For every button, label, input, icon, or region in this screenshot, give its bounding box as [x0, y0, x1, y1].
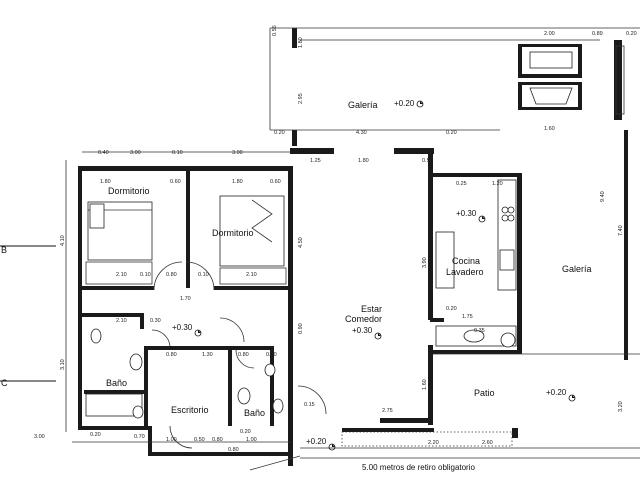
dimension-label: 0.80 [266, 352, 277, 358]
dimension-label: 1.70 [180, 296, 191, 302]
dimension-label: 0.20 [240, 429, 251, 435]
dimension-label: 0.80 [228, 447, 239, 453]
dimension-label: 2.00 [544, 31, 555, 37]
dimension-label: 2.10 [116, 272, 127, 278]
dimension-label: 1.60 [544, 126, 555, 132]
section-markers: B C [1, 245, 8, 388]
level-label: +0.20 [394, 99, 415, 108]
level-cocina: +0.30 [456, 209, 486, 223]
level-hall: +0.30 [172, 323, 202, 337]
dimension-label: 0.70 [134, 434, 145, 440]
label-comedor: Comedor [345, 314, 382, 324]
dimension-label: 2.60 [482, 440, 493, 446]
label-patio: Patio [474, 388, 495, 398]
dimension-label: 0.50 [194, 437, 205, 443]
dimension-label: 1.00 [246, 437, 257, 443]
dimension-label: 2.75 [382, 408, 393, 414]
section-b: B [1, 245, 7, 255]
dimension-label: 3.20 [618, 401, 624, 412]
dimension-label: 1.20 [492, 181, 503, 187]
dimension-label: 0.35 [474, 328, 485, 334]
level-label: +0.30 [172, 323, 193, 332]
label-estar: Estar [361, 304, 382, 314]
dimension-label: 0.10 [198, 272, 209, 278]
dimension-label: 0.40 [98, 150, 109, 156]
dimension-label: 0.20 [446, 130, 457, 136]
dimension-label: 1.30 [202, 352, 213, 358]
level-front: +0.20 [306, 437, 336, 451]
dimension-label: 0.20 [90, 432, 101, 438]
dimension-label: 1.00 [166, 437, 177, 443]
label-escritorio: Escritorio [171, 405, 209, 415]
level-markers: +0.20 +0.30 +0.30 +0.30 +0.20 +0.20 [172, 99, 576, 451]
dimension-label: 9.40 [600, 191, 606, 202]
dimension-label: 0.20 [446, 306, 457, 312]
dimension-label: 0.10 [172, 150, 183, 156]
label-cocina: Cocina [452, 256, 480, 266]
dimension-label: 3.00 [130, 150, 141, 156]
room-labels: Dormitorio Dormitorio Galería Galería Es… [106, 100, 592, 418]
dimension-label: 0.60 [270, 179, 281, 185]
dimension-label: 0.55 [272, 25, 278, 36]
dimension-label: 0.90 [298, 323, 304, 334]
label-bano-1: Baño [106, 378, 127, 388]
label-lavadero: Lavadero [446, 267, 484, 277]
dimension-label: 2.20 [428, 440, 439, 446]
dimension-label: 3.10 [60, 359, 66, 370]
label-galeria-top: Galería [348, 100, 378, 110]
walls [78, 28, 628, 466]
dimension-label: 7.40 [618, 225, 624, 236]
dimensions-horizontal: 0.40 3.00 0.10 3.00 1.80 0.60 1.80 0.60 … [34, 31, 637, 453]
label-dormitorio-1: Dormitorio [108, 186, 150, 196]
dimension-label: 1.80 [100, 179, 111, 185]
dimension-label: 0.50 [422, 158, 433, 164]
dimension-label: 0.80 [166, 352, 177, 358]
dimension-label: 1.80 [358, 158, 369, 164]
dimension-label: 0.10 [140, 272, 151, 278]
dimension-label: 4.30 [356, 130, 367, 136]
dimension-label: 3.90 [422, 257, 428, 268]
dimension-label: 4.50 [298, 237, 304, 248]
dimension-label: 1.80 [298, 37, 304, 48]
dimensions-vertical: 4.10 4.50 2.95 7.40 9.40 3.10 3.90 3.20 … [60, 25, 624, 412]
level-label: +0.30 [352, 326, 373, 335]
setback-note: 5.00 metros de retiro obligatorio [362, 463, 476, 472]
dimension-label: 3.00 [232, 150, 243, 156]
dimension-label: 1.75 [462, 314, 473, 320]
dimension-label: 1.25 [310, 158, 321, 164]
label-galeria-right: Galería [562, 264, 592, 274]
dimension-label: 0.20 [274, 130, 285, 136]
dimension-label: 0.30 [150, 318, 161, 324]
section-c: C [1, 378, 8, 388]
dimension-label: 0.80 [238, 352, 249, 358]
dimension-label: 0.25 [456, 181, 467, 187]
level-estar: +0.30 [352, 326, 382, 340]
level-patio: +0.20 [546, 388, 576, 402]
dimension-label: 4.10 [60, 235, 66, 246]
level-label: +0.30 [456, 209, 477, 218]
dimension-label: 2.10 [246, 272, 257, 278]
dimension-label: 3.00 [34, 434, 45, 440]
dimension-label: 1.80 [232, 179, 243, 185]
dimension-label: 0.20 [626, 31, 637, 37]
dimension-label: 0.60 [170, 179, 181, 185]
dimension-label: 0.80 [212, 437, 223, 443]
level-label: +0.20 [546, 388, 567, 397]
label-bano-2: Baño [244, 408, 265, 418]
dimension-label: 0.15 [304, 402, 315, 408]
dimension-label: 2.10 [116, 318, 127, 324]
dimension-label: 1.60 [422, 379, 428, 390]
dimension-label: 2.95 [298, 93, 304, 104]
label-dormitorio-2: Dormitorio [212, 228, 254, 238]
fixtures [0, 27, 640, 471]
level-label: +0.20 [306, 437, 327, 446]
level-galeria-top: +0.20 [394, 99, 424, 108]
dimension-label: 0.89 [592, 31, 603, 37]
dimension-label: 0.80 [166, 272, 177, 278]
